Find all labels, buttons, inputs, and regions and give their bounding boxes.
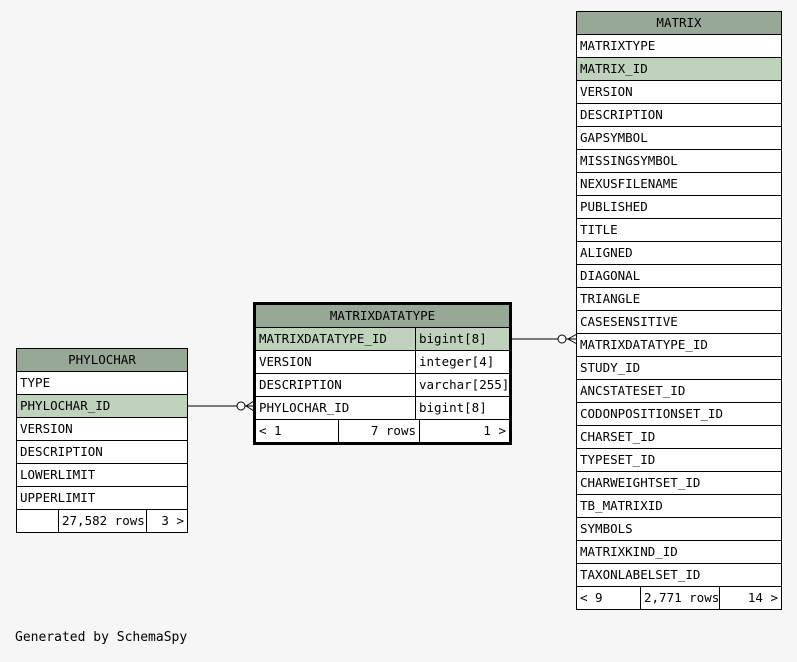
column-row[interactable]: MATRIXDATATYPE_ID [577, 334, 781, 357]
table-footer: < 9 2,771 rows 14 > [577, 587, 781, 609]
column-row[interactable]: DESCRIPTION varchar[255] [256, 374, 509, 397]
column-name: MATRIXDATATYPE_ID [580, 337, 708, 352]
column-name: NEXUSFILENAME [580, 176, 678, 191]
column-row[interactable]: DESCRIPTION [577, 104, 781, 127]
column-name: MATRIXKIND_ID [580, 544, 678, 559]
column-row-primary-key[interactable]: PHYLOCHAR_ID [17, 395, 187, 418]
column-row[interactable]: TAXONLABELSET_ID [577, 564, 781, 587]
column-name: DIAGONAL [580, 268, 641, 283]
column-type: integer[4] [415, 351, 509, 373]
column-row[interactable]: DESCRIPTION [17, 441, 187, 464]
column-name: MATRIXDATATYPE_ID [259, 331, 387, 346]
children-count[interactable]: 1 > [483, 423, 506, 438]
column-row[interactable]: VERSION integer[4] [256, 351, 509, 374]
column-row[interactable]: LOWERLIMIT [17, 464, 187, 487]
column-row[interactable]: TYPESET_ID [577, 449, 781, 472]
column-name: VERSION [580, 84, 633, 99]
column-row[interactable]: TB_MATRIXID [577, 495, 781, 518]
column-row[interactable]: MISSINGSYMBOL [577, 150, 781, 173]
column-row[interactable]: PUBLISHED [577, 196, 781, 219]
relationship-phylochar-matrixdatatype [188, 400, 255, 412]
column-row-primary-key[interactable]: MATRIX_ID [577, 58, 781, 81]
column-type: bigint[8] [415, 328, 509, 350]
column-row[interactable]: ALIGNED [577, 242, 781, 265]
column-name: PHYLOCHAR_ID [259, 400, 350, 415]
column-row[interactable]: UPPERLIMIT [17, 487, 187, 510]
table-footer: 27,582 rows 3 > [17, 510, 187, 532]
row-count: 7 rows [338, 420, 420, 442]
column-name: CODONPOSITIONSET_ID [580, 406, 723, 421]
row-count: 27,582 rows [58, 510, 147, 532]
column-name: SYMBOLS [580, 521, 633, 536]
children-count[interactable]: 3 > [161, 513, 184, 528]
column-name: PUBLISHED [580, 199, 648, 214]
column-name: PHYLOCHAR_ID [20, 398, 111, 413]
column-name: DESCRIPTION [259, 377, 342, 392]
column-row[interactable]: STUDY_ID [577, 357, 781, 380]
parents-count[interactable]: < 9 [580, 590, 603, 605]
column-name: UPPERLIMIT [20, 490, 96, 505]
table-footer: < 1 7 rows 1 > [256, 420, 509, 442]
column-name: MISSINGSYMBOL [580, 153, 678, 168]
table-title[interactable]: MATRIXDATATYPE [256, 305, 509, 328]
column-name: ALIGNED [580, 245, 633, 260]
column-row[interactable]: CHARSET_ID [577, 426, 781, 449]
generated-by-footer: Generated by SchemaSpy [15, 630, 188, 645]
children-count[interactable]: 14 > [747, 590, 778, 605]
column-row[interactable]: ANCSTATESET_ID [577, 380, 781, 403]
column-row[interactable]: PHYLOCHAR_ID bigint[8] [256, 397, 509, 420]
column-row[interactable]: MATRIXTYPE [577, 35, 781, 58]
column-name: VERSION [20, 421, 73, 436]
column-name: GAPSYMBOL [580, 130, 648, 145]
column-name: TB_MATRIXID [580, 498, 663, 513]
column-name: TRIANGLE [580, 291, 641, 306]
column-type: bigint[8] [415, 397, 509, 419]
table-phylochar[interactable]: PHYLOCHAR TYPE PHYLOCHAR_ID VERSION DESC… [16, 348, 188, 533]
column-name: TYPESET_ID [580, 452, 656, 467]
column-row[interactable]: TRIANGLE [577, 288, 781, 311]
column-row[interactable]: CASESENSITIVE [577, 311, 781, 334]
column-row[interactable]: CHARWEIGHTSET_ID [577, 472, 781, 495]
column-row[interactable]: NEXUSFILENAME [577, 173, 781, 196]
column-name: CHARSET_ID [580, 429, 656, 444]
column-type: varchar[255] [415, 374, 509, 396]
column-row[interactable]: TITLE [577, 219, 781, 242]
column-name: CASESENSITIVE [580, 314, 678, 329]
column-name: MATRIXTYPE [580, 38, 656, 53]
column-name: MATRIX_ID [580, 61, 648, 76]
column-row-primary-key[interactable]: MATRIXDATATYPE_ID bigint[8] [256, 328, 509, 351]
column-name: ANCSTATESET_ID [580, 383, 686, 398]
column-row[interactable]: GAPSYMBOL [577, 127, 781, 150]
column-name: CHARWEIGHTSET_ID [580, 475, 701, 490]
column-row[interactable]: CODONPOSITIONSET_ID [577, 403, 781, 426]
column-row[interactable]: DIAGONAL [577, 265, 781, 288]
column-name: LOWERLIMIT [20, 467, 96, 482]
table-title[interactable]: MATRIX [577, 12, 781, 35]
relationship-matrixdatatype-matrix [512, 333, 578, 345]
row-count: 2,771 rows [640, 587, 720, 609]
column-name: DESCRIPTION [20, 444, 103, 459]
column-row[interactable]: MATRIXKIND_ID [577, 541, 781, 564]
column-name: TYPE [20, 375, 51, 390]
column-name: DESCRIPTION [580, 107, 663, 122]
column-name: STUDY_ID [580, 360, 641, 375]
table-matrixdatatype[interactable]: MATRIXDATATYPE MATRIXDATATYPE_ID bigint[… [253, 302, 512, 445]
column-name: VERSION [259, 354, 312, 369]
column-row[interactable]: TYPE [17, 372, 187, 395]
column-name: TAXONLABELSET_ID [580, 567, 701, 582]
column-name: TITLE [580, 222, 618, 237]
table-title[interactable]: PHYLOCHAR [17, 349, 187, 372]
table-matrix[interactable]: MATRIX MATRIXTYPE MATRIX_ID VERSION DESC… [576, 11, 782, 610]
column-row[interactable]: VERSION [17, 418, 187, 441]
column-row[interactable]: VERSION [577, 81, 781, 104]
parents-count[interactable]: < 1 [259, 423, 282, 438]
column-row[interactable]: SYMBOLS [577, 518, 781, 541]
